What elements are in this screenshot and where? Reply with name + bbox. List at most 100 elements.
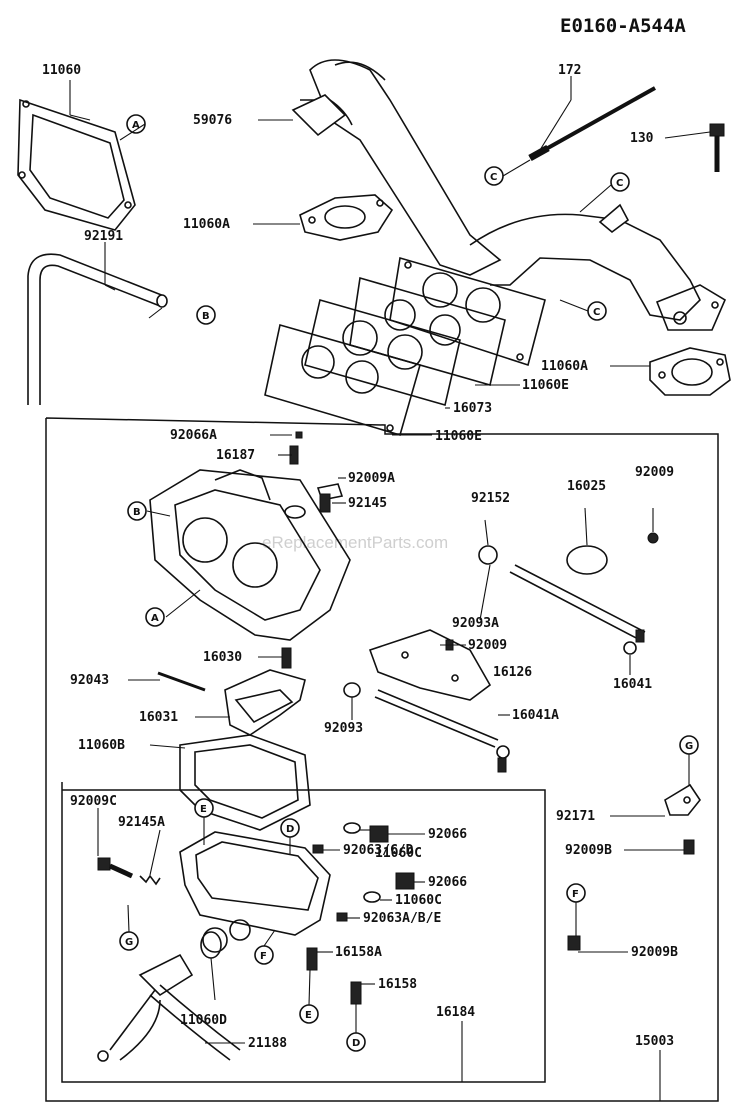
- ref-g-left: G: [119, 931, 139, 951]
- svg-text:D: D: [286, 824, 294, 835]
- jet-92063: [312, 844, 324, 854]
- label-92066-lower: 92066: [428, 875, 467, 890]
- ref-d-bottom: D: [346, 1032, 366, 1052]
- label-92063A-B-E: 92063A/B/E: [363, 911, 441, 926]
- label-92145: 92145: [348, 496, 387, 511]
- ref-connectors: [119, 123, 690, 1033]
- watermark: eReplacementParts.com: [262, 533, 448, 552]
- seal-92093: [343, 682, 361, 698]
- label-21188: 21188: [248, 1036, 287, 1051]
- label-92043: 92043: [70, 673, 109, 688]
- label-16025: 16025: [567, 479, 606, 494]
- label-92066-upper: 92066: [428, 827, 467, 842]
- assembly-frame-15003: [45, 417, 719, 1102]
- label-11060E-b: 11060E: [435, 429, 482, 444]
- screw-92009B-b: [567, 935, 581, 951]
- svg-text:E: E: [200, 804, 207, 815]
- washer-11060C-lower: [363, 891, 381, 903]
- label-92145A: 92145A: [118, 815, 165, 830]
- part-labels: 11060 59076 172 130 11060A 92191 11060A …: [42, 63, 678, 1051]
- label-16030: 16030: [203, 650, 242, 665]
- label-92093: 92093: [324, 721, 363, 736]
- carburetor-body: [149, 431, 351, 641]
- svg-text:C: C: [593, 307, 600, 318]
- leader-lines: [69, 76, 711, 1101]
- label-16031: 16031: [139, 710, 178, 725]
- svg-text:C: C: [616, 178, 623, 189]
- jet-16158A: [306, 947, 318, 971]
- label-130: 130: [630, 131, 654, 146]
- gasket-11060A-upper: [299, 194, 394, 241]
- label-92009C: 92009C: [70, 794, 117, 809]
- label-11060C-lower: 11060C: [395, 893, 442, 908]
- gasket-11060B: [179, 734, 311, 831]
- float-16031: [224, 669, 306, 736]
- svg-text:A: A: [132, 120, 140, 131]
- ref-d-top: D: [280, 818, 300, 838]
- diagram-code: E0160-A544A: [560, 15, 686, 37]
- label-11060A-upper: 11060A: [183, 217, 230, 232]
- svg-text:C: C: [490, 172, 497, 183]
- label-92152: 92152: [471, 491, 510, 506]
- label-16187: 16187: [216, 448, 255, 463]
- label-92009A: 92009A: [348, 471, 395, 486]
- label-92009B-a: 92009B: [565, 843, 612, 858]
- label-92063-C-D: 92063/C/D: [343, 843, 414, 858]
- plug-92066-lower: [395, 872, 415, 890]
- solenoid-21188: [97, 953, 241, 1062]
- label-16158A: 16158A: [335, 945, 382, 960]
- svg-text:B: B: [202, 311, 210, 322]
- ref-b-top: B: [196, 305, 216, 325]
- ref-e-bottom: E: [299, 1004, 319, 1024]
- bolt-130: [709, 123, 725, 172]
- choke-assembly: [478, 532, 659, 655]
- label-92009-top: 92009: [635, 465, 674, 480]
- label-16041: 16041: [613, 677, 652, 692]
- gasket-11060A-lower: [649, 347, 731, 396]
- screw-92009C: [97, 857, 134, 879]
- label-16158: 16158: [378, 977, 417, 992]
- label-92066A: 92066A: [170, 428, 217, 443]
- label-172: 172: [558, 63, 581, 78]
- lever-16126: [368, 629, 492, 701]
- gasket-11060E-b: [264, 323, 421, 436]
- jet-16030: [281, 647, 292, 669]
- float-bowl: [179, 831, 331, 953]
- ref-c-1: C: [484, 166, 504, 186]
- label-16126: 16126: [493, 665, 532, 680]
- svg-text:E: E: [305, 1010, 312, 1021]
- label-59076: 59076: [193, 113, 232, 128]
- ref-f-right: F: [566, 883, 586, 903]
- ref-e-top: E: [194, 798, 214, 818]
- spring-92145A: [139, 874, 161, 886]
- svg-text:D: D: [352, 1038, 360, 1049]
- svg-text:A: A: [151, 613, 159, 624]
- ref-f-left: F: [254, 945, 274, 965]
- stud-bolt-172: [528, 86, 656, 162]
- insulator-16073: [304, 298, 461, 407]
- label-92009B-b: 92009B: [631, 945, 678, 960]
- label-16041A: 16041A: [512, 708, 559, 723]
- ref-g-right: G: [679, 735, 699, 755]
- ref-c-2: C: [610, 172, 630, 192]
- svg-text:F: F: [572, 889, 579, 900]
- jet-16158: [350, 981, 362, 1005]
- label-92093A: 92093A: [452, 616, 499, 631]
- label-11060A-lower: 11060A: [541, 359, 588, 374]
- shaft-16041A: [374, 689, 510, 773]
- label-11060B: 11060B: [78, 738, 125, 753]
- screw-92009B-a: [683, 839, 695, 855]
- jet-92063A: [336, 912, 348, 922]
- label-92191: 92191: [84, 229, 123, 244]
- ref-a-carb: A: [145, 607, 165, 627]
- label-16184: 16184: [436, 1005, 475, 1020]
- label-11060C-upper: 11060C: [375, 846, 422, 861]
- intake-manifold: [291, 59, 727, 367]
- hose-92191: [27, 253, 168, 405]
- label-11060E-a: 11060E: [522, 378, 569, 393]
- label-15003: 15003: [635, 1034, 674, 1049]
- gasket-11060: [17, 98, 136, 231]
- svg-text:B: B: [133, 507, 141, 518]
